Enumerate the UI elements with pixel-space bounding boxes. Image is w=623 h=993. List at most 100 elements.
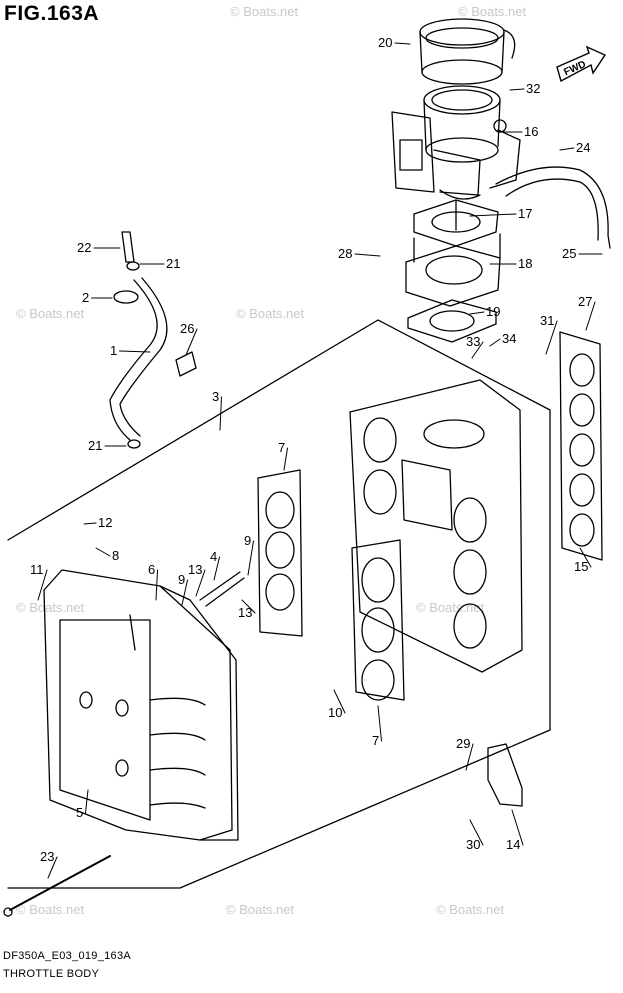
watermark-2: © Boats.net: [16, 306, 85, 321]
leader-c4: [213, 556, 220, 581]
callout-c16: 16: [524, 124, 538, 139]
clamp-part: [175, 351, 197, 377]
callout-c15: 15: [574, 559, 588, 574]
leader-c33: [471, 341, 484, 359]
leader-c17: [469, 213, 517, 217]
leader-c28: [354, 253, 381, 257]
callout-c31: 31: [540, 313, 554, 328]
callout-c7a: 7: [278, 440, 285, 455]
throttle-body-part: [391, 85, 521, 200]
callout-c1: 1: [110, 343, 117, 358]
leader-c13b: [241, 599, 256, 614]
callout-c34: 34: [502, 331, 516, 346]
leader-c30: [469, 819, 484, 846]
watermark-layer: © Boats.net © Boats.net © Boats.net © Boats…: [16, 4, 527, 917]
throttle-ring-part: [419, 18, 516, 85]
leader-c32: [509, 88, 525, 91]
leader-c7b: [377, 705, 382, 742]
callout-c32: 32: [526, 81, 540, 96]
leader-c1: [119, 350, 151, 353]
callout-c28: 28: [338, 246, 352, 261]
callout-c5: 5: [76, 805, 83, 820]
callout-c11: 11: [30, 562, 44, 577]
callout-c29: 29: [456, 736, 470, 751]
dowel-part: [199, 571, 245, 607]
callout-c6: 6: [148, 562, 155, 577]
callout-c21b: 21: [88, 438, 102, 453]
leader-c13a: [195, 569, 206, 597]
callout-c23: 23: [40, 849, 54, 864]
callout-c12: 12: [98, 515, 112, 530]
vent-hose-part: [109, 277, 168, 441]
leader-c7a: [283, 447, 288, 471]
block-gasket-part: [351, 539, 405, 701]
callout-c22: 22: [77, 240, 91, 255]
leader-c26: [185, 328, 198, 356]
figure-title: FIG.163A: [4, 2, 100, 25]
watermark-6: © Boats.net: [226, 902, 295, 917]
diagram-code: DF350A_E03_019_163A: [3, 950, 132, 962]
fwd-direction-badge: FWD: [556, 45, 607, 83]
throttle-housing-block: [349, 379, 523, 673]
callout-c13b: 13: [238, 605, 252, 620]
callout-c33: 33: [466, 334, 480, 349]
fitting-part: [121, 231, 135, 263]
callout-c26: 26: [180, 321, 194, 336]
bracket-part: [487, 743, 523, 807]
long-bolt-part: [9, 855, 111, 911]
callout-c17: 17: [518, 206, 532, 221]
manifold-gasket-part: [257, 469, 303, 637]
callout-c21a: 21: [166, 256, 180, 271]
watermark-7: © Boats.net: [436, 902, 505, 917]
callout-c2: 2: [82, 290, 89, 305]
leader-lines: [37, 42, 603, 879]
leader-c31: [545, 320, 558, 355]
fwd-label: FWD: [562, 59, 587, 78]
callout-c20: 20: [378, 35, 392, 50]
callout-c8: 8: [112, 548, 119, 563]
callout-c3: 3: [212, 389, 219, 404]
leader-c24: [559, 147, 575, 151]
callout-c13a: 13: [188, 562, 202, 577]
leader-c9b: [181, 579, 188, 606]
gasket-19-part: [407, 299, 497, 343]
leader-c29: [465, 743, 474, 771]
leader-c34: [489, 338, 501, 347]
leader-c6: [155, 569, 158, 601]
watermark-5: © Boats.net: [416, 600, 485, 615]
watermark-4: © Boats.net: [16, 600, 85, 615]
callout-c9a: 9: [244, 533, 251, 548]
leader-c3: [219, 396, 222, 431]
callout-c7b: 7: [372, 733, 379, 748]
watermark-1: © Boats.net: [458, 4, 527, 19]
callout-c14: 14: [506, 837, 520, 852]
leader-c5: [85, 789, 89, 814]
callout-c4: 4: [210, 549, 217, 564]
spacer-part: [405, 199, 501, 307]
watermark-8: © Boats.net: [16, 902, 85, 917]
leader-c20: [394, 42, 411, 45]
hose-part: [495, 166, 611, 249]
cap-part: [113, 290, 139, 304]
leader-c10: [333, 689, 346, 714]
callout-c24: 24: [576, 140, 590, 155]
side-gasket-part: [559, 331, 603, 561]
leader-c15: [579, 547, 592, 568]
callout-c27: 27: [578, 294, 592, 309]
assembly-outline: [7, 319, 551, 889]
callout-c30: 30: [466, 837, 480, 852]
watermark-3: © Boats.net: [236, 306, 305, 321]
leader-c14: [511, 809, 524, 846]
diagram-caption: THROTTLE BODY: [3, 968, 100, 980]
callout-c10: 10: [328, 705, 342, 720]
leader-c8: [95, 547, 111, 557]
leader-c23: [47, 856, 58, 879]
leader-c19: [469, 311, 485, 315]
leader-c12: [83, 522, 97, 525]
leader-c27: [585, 301, 596, 331]
callout-c19: 19: [486, 304, 500, 319]
intake-manifold-part: [43, 569, 239, 841]
